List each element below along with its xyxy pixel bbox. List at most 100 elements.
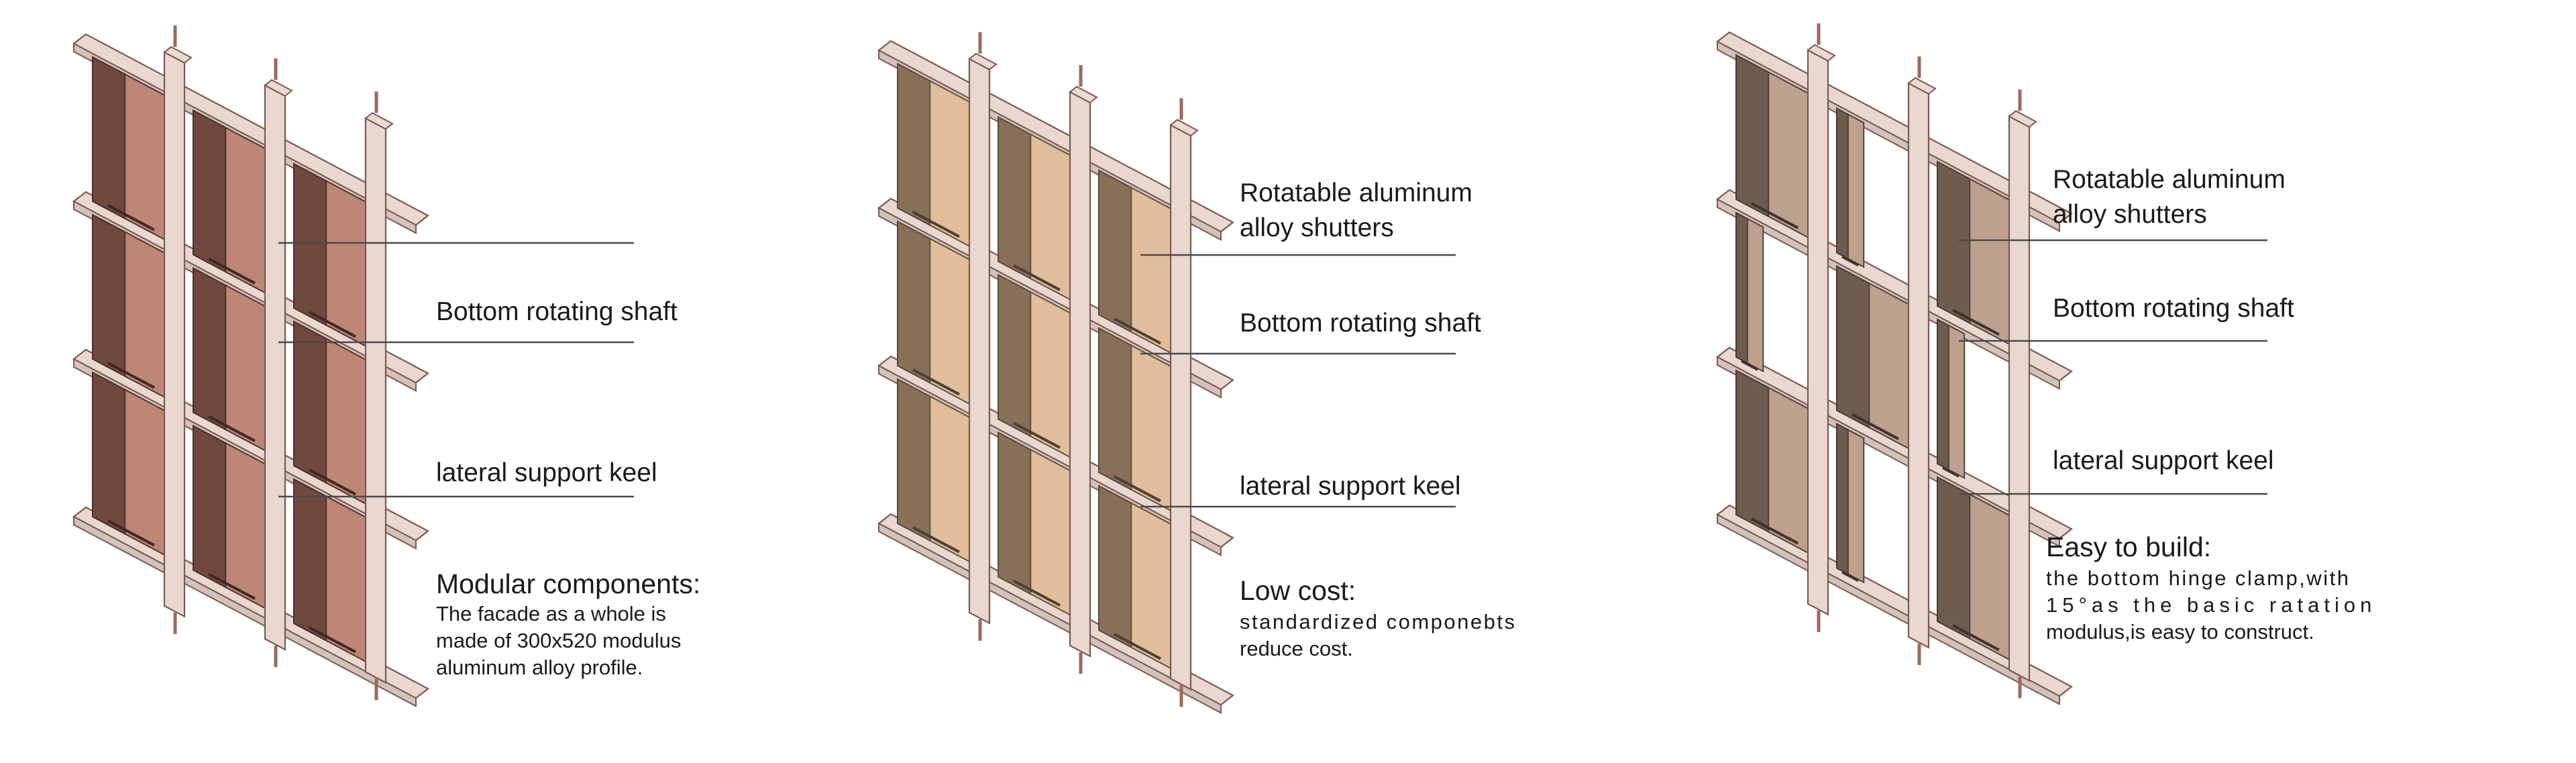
vertical-post xyxy=(1807,48,1829,616)
bottom-rotating-shaft xyxy=(1952,309,2000,336)
note-body-1: The facade as a whole is made of 300x520… xyxy=(436,601,681,681)
note-body-3: the bottom hinge clamp,with 15°as the ba… xyxy=(2046,565,2376,646)
shutter-face-dark xyxy=(92,56,126,220)
bottom-rotating-shaft xyxy=(1841,255,1860,267)
bottom-rotating-shaft xyxy=(1114,475,1161,503)
vertical-post xyxy=(1907,82,1930,649)
bottom-rotating-shaft xyxy=(309,311,356,338)
shutter-face-light xyxy=(1947,324,1966,479)
shutter-face-light xyxy=(1746,217,1764,372)
shutter-face-dark xyxy=(293,320,327,485)
vertical-post-cap xyxy=(2008,110,2037,128)
note-title-1: Modular components: xyxy=(436,568,701,599)
note-line: made of 300x520 modulus xyxy=(436,629,682,652)
shutter-face-dark xyxy=(998,115,1032,280)
vertical-post xyxy=(2008,115,2031,682)
note-line: 15°as the basic ratation xyxy=(2046,593,2377,617)
bottom-rotating-shaft xyxy=(107,362,155,389)
bottom-rotating-shaft xyxy=(309,626,356,654)
shutter-face-dark xyxy=(897,220,931,385)
shutter-face-dark xyxy=(1937,318,1949,471)
shutter-face-light xyxy=(1847,113,1865,268)
bottom-rotating-shaft xyxy=(912,368,960,396)
bottom-rotating-shaft xyxy=(1942,466,1960,478)
bottom-rotating-shaft xyxy=(208,257,256,285)
vertical-post-cap xyxy=(968,52,998,70)
shutter-face-dark xyxy=(1836,422,1849,576)
vertical-post xyxy=(364,117,387,684)
keel-plate-edge xyxy=(73,515,417,707)
vertical-post xyxy=(968,57,991,625)
panel-easy-to-build xyxy=(1715,23,2267,705)
panel-modular-components xyxy=(72,25,634,707)
bottom-rotating-shaft xyxy=(1741,360,1759,371)
shutter-face-dark xyxy=(1836,107,1849,260)
bottom-rotating-shaft xyxy=(309,468,356,496)
shutter-face-dark xyxy=(998,431,1032,595)
vertical-post xyxy=(264,84,286,651)
bottom-rotating-shaft xyxy=(1751,517,1799,545)
bottom-rotating-shaft xyxy=(912,526,960,554)
note-line: modulus,is easy to construct. xyxy=(2046,620,2314,644)
shutter-face-dark xyxy=(998,273,1032,438)
vertical-post xyxy=(163,50,186,618)
vertical-post-cap xyxy=(163,46,193,64)
vertical-post-cap xyxy=(1807,44,1836,62)
label-lateral-support-keel-2: lateral support keel xyxy=(1240,472,1461,501)
bottom-rotating-shaft xyxy=(912,211,960,238)
label-bottom-rotating-shaft-3: Bottom rotating shaft xyxy=(2053,294,2294,323)
shutter-face-dark xyxy=(897,378,931,542)
bottom-rotating-shaft xyxy=(107,204,155,232)
shutter-face-dark xyxy=(1735,54,1770,218)
shutter-face-dark xyxy=(193,266,227,431)
shutter-face-dark xyxy=(193,424,227,589)
vertical-post-cap xyxy=(264,79,293,97)
vertical-post-cap xyxy=(1069,85,1098,104)
shutter-face-dark xyxy=(1098,327,1132,491)
keel-plate-edge xyxy=(1717,513,2060,705)
shutter-face-dark xyxy=(1098,169,1132,334)
shutter-face-dark xyxy=(1098,485,1132,649)
shutter-face-dark xyxy=(1937,160,1971,325)
bottom-rotating-shaft xyxy=(1751,202,1799,230)
bottom-rotating-shaft xyxy=(1114,633,1161,660)
bottom-rotating-shaft xyxy=(1841,570,1860,582)
vertical-post xyxy=(1169,123,1192,691)
vertical-post xyxy=(1069,91,1091,658)
shutter-face-dark xyxy=(897,62,931,227)
keel-plate-edge xyxy=(878,522,1222,714)
label-rotatable-shutters-3: Rotatable aluminum alloy shutters xyxy=(2053,165,2286,229)
panel-low-cost xyxy=(877,32,1456,714)
note-line: reduce cost. xyxy=(1240,637,1353,660)
shutter-face-dark xyxy=(1735,369,1770,533)
label-bottom-rotating-shaft-2: Bottom rotating shaft xyxy=(1240,309,1481,338)
note-line: standardized componebts xyxy=(1240,610,1517,633)
shutter-face-dark xyxy=(1937,476,1971,640)
bottom-rotating-shaft xyxy=(208,572,256,600)
bottom-rotating-shaft xyxy=(1952,624,2000,652)
bottom-rotating-shaft xyxy=(107,519,155,547)
note-body-2: standardized componebts reduce cost. xyxy=(1240,609,1517,662)
shutter-face-dark xyxy=(1735,211,1748,364)
note-line: The facade as a whole is xyxy=(436,602,666,625)
vertical-post-cap xyxy=(1169,119,1199,137)
note-line: aluminum alloy profile. xyxy=(436,656,643,679)
shutter-face-dark xyxy=(193,109,227,273)
bottom-rotating-shaft xyxy=(1114,317,1161,345)
vertical-post-cap xyxy=(1907,77,1937,95)
note-title-2: Low cost: xyxy=(1240,575,1356,606)
label-rotatable-shutters-2: Rotatable aluminum alloy shutters xyxy=(1240,179,1472,242)
shutter-face-dark xyxy=(92,213,126,378)
bottom-rotating-shaft xyxy=(1851,413,1899,440)
shutter-face-dark xyxy=(293,478,327,642)
note-line: the bottom hinge clamp,with xyxy=(2046,566,2351,590)
shutter-face-light xyxy=(1847,428,1865,584)
note-title-3: Easy to build: xyxy=(2046,531,2212,562)
shutter-face-dark xyxy=(1836,264,1870,429)
bottom-rotating-shaft xyxy=(1013,421,1061,449)
label-lateral-support-keel-3: lateral support keel xyxy=(2053,446,2274,475)
label-bottom-rotating-shaft-1: Bottom rotating shaft xyxy=(436,297,678,326)
shutter-face-dark xyxy=(293,162,327,327)
shutter-face-dark xyxy=(92,371,126,536)
label-lateral-support-keel-1: lateral support keel xyxy=(436,458,657,487)
